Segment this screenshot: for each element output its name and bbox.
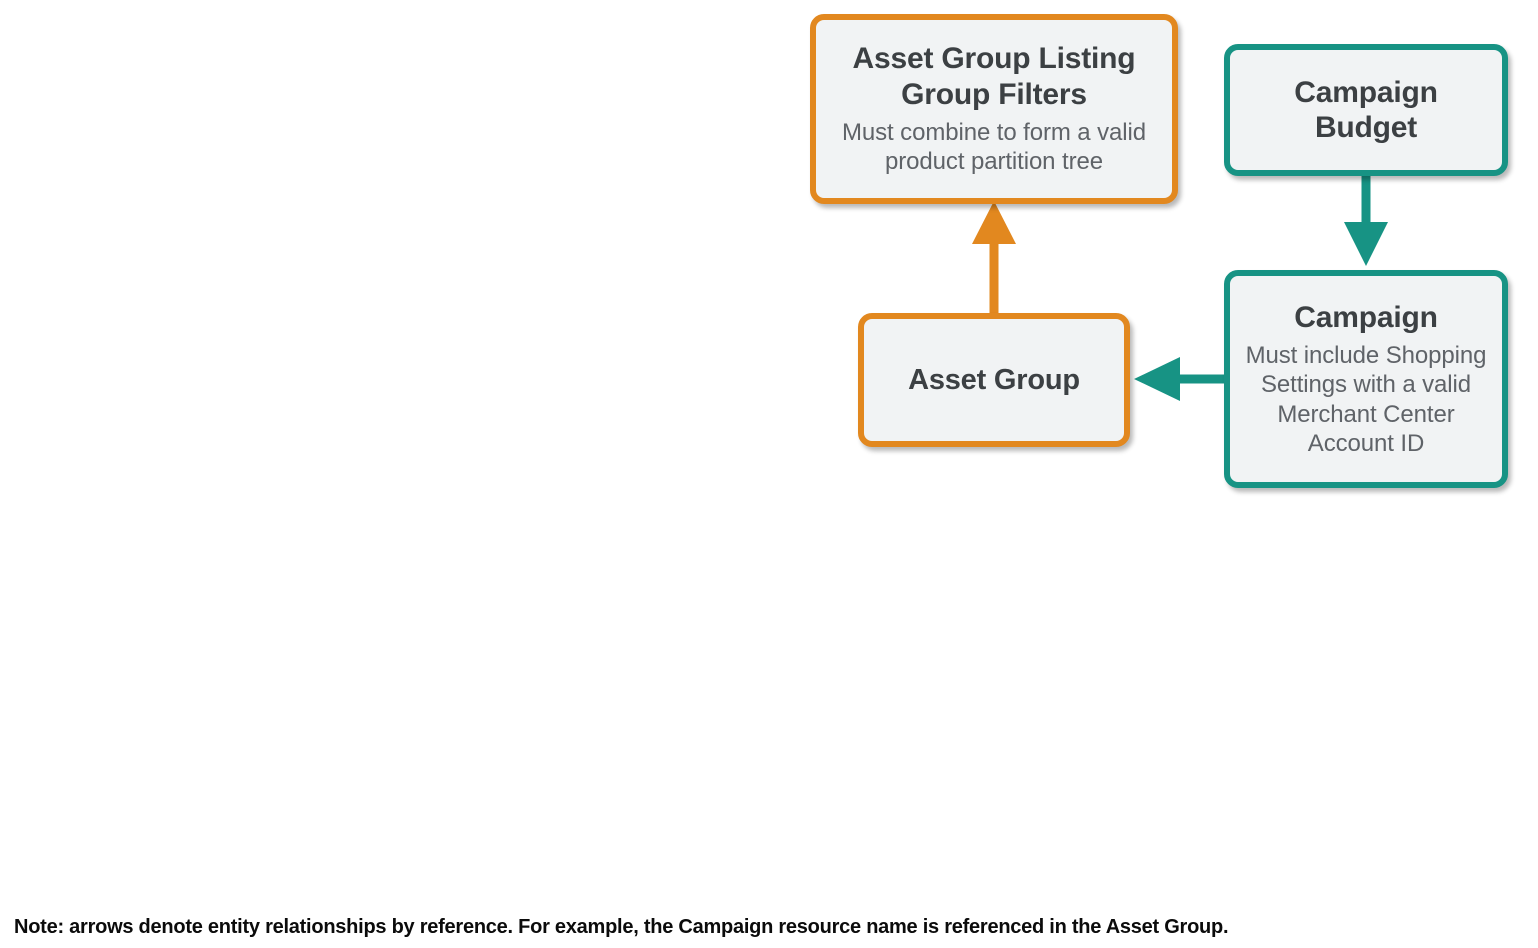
node-asset-group-listing-group-filters[interactable]: Asset Group Listing Group Filters Must c…: [810, 14, 1178, 204]
node-campaign[interactable]: Campaign Must include Shopping Settings …: [1224, 270, 1508, 488]
edge-asset-group-to-listing-group-filters: [972, 201, 1016, 316]
arrowhead-up-orange: [972, 201, 1016, 244]
node-campaign-budget[interactable]: Campaign Budget: [1224, 44, 1508, 176]
diagram-note: Note: arrows denote entity relationships…: [14, 916, 1229, 938]
node-asset-group[interactable]: Asset Group: [858, 313, 1130, 447]
edge-campaign-budget-to-campaign: [1344, 172, 1388, 266]
node-title: Campaign Budget: [1294, 75, 1438, 144]
node-description: Must include Shopping Settings with a va…: [1245, 342, 1487, 457]
edge-campaign-to-asset-group: [1134, 357, 1226, 401]
arrowhead-down-teal: [1344, 222, 1388, 266]
node-title: Campaign: [1294, 300, 1438, 334]
node-title: Asset Group Listing Group Filters: [852, 42, 1136, 111]
node-title: Asset Group: [908, 363, 1080, 396]
node-description: Must combine to form a valid product par…: [842, 119, 1146, 176]
arrowhead-left-teal: [1134, 357, 1180, 401]
